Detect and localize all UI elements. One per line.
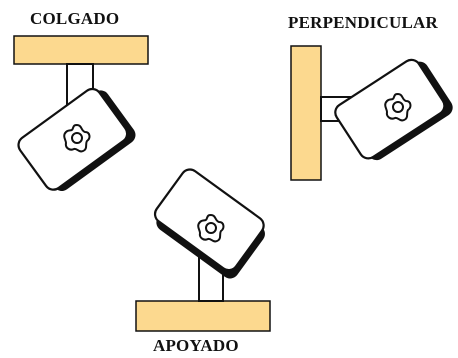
ceiling-plate xyxy=(13,35,149,65)
supported-fixture xyxy=(135,168,271,332)
label-hung: COLGADO xyxy=(30,9,120,28)
floor-plate xyxy=(135,300,271,332)
perpendicular-fixture xyxy=(290,45,453,181)
hung-fixture xyxy=(13,35,149,191)
label-perpendicular: PERPENDICULAR xyxy=(288,13,438,32)
wall-plate xyxy=(290,45,322,181)
label-supported: APOYADO xyxy=(153,336,239,355)
